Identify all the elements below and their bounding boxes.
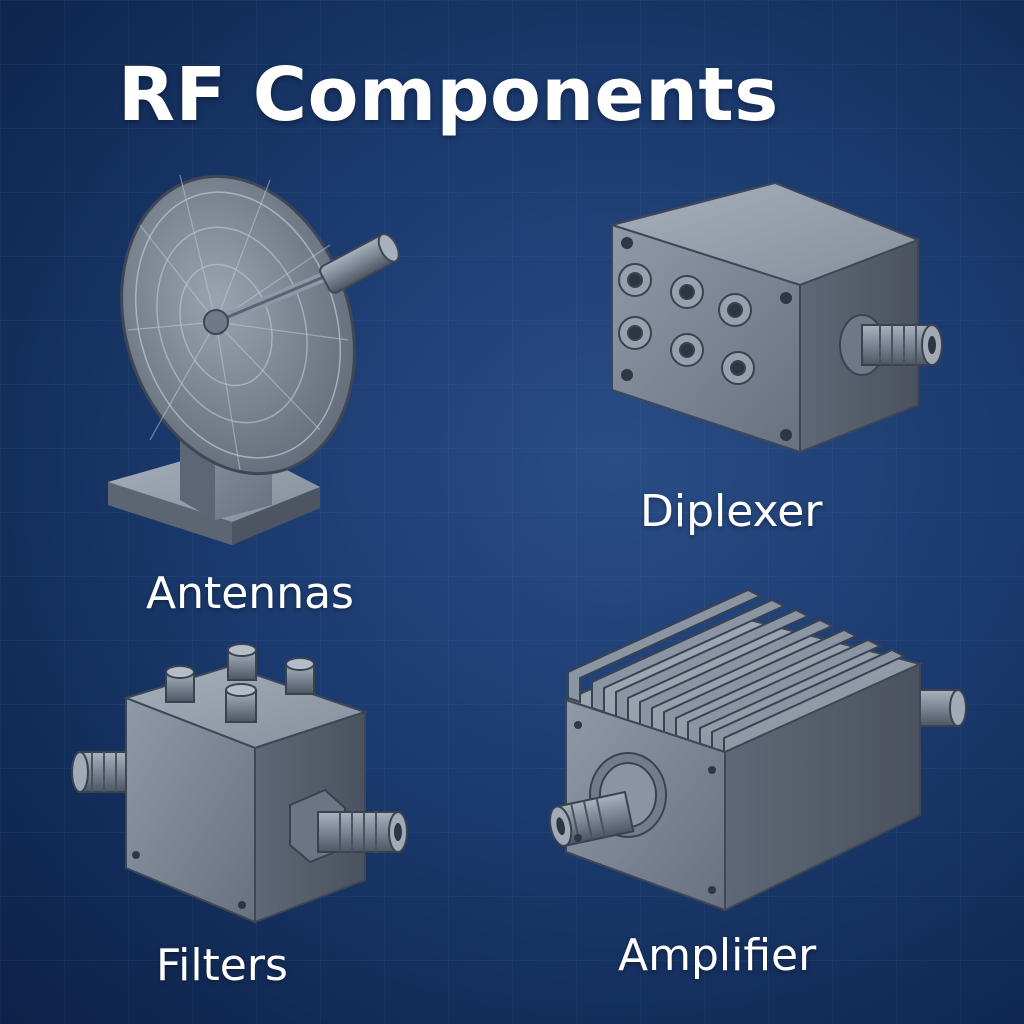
amplifier-heatsink-icon <box>549 588 967 912</box>
diplexer-label: Diplexer <box>640 486 823 537</box>
amplifier-label: Amplifier <box>618 930 817 981</box>
filter-box-icon <box>71 643 408 924</box>
diplexer-box-icon <box>608 181 943 454</box>
page-title: RF Components <box>118 52 779 138</box>
filters-label: Filters <box>156 940 288 991</box>
heatsink-fins <box>567 588 907 762</box>
diplexer-ports <box>618 263 755 385</box>
antenna-dish-icon <box>108 174 400 545</box>
antennas-label: Antennas <box>146 568 354 619</box>
